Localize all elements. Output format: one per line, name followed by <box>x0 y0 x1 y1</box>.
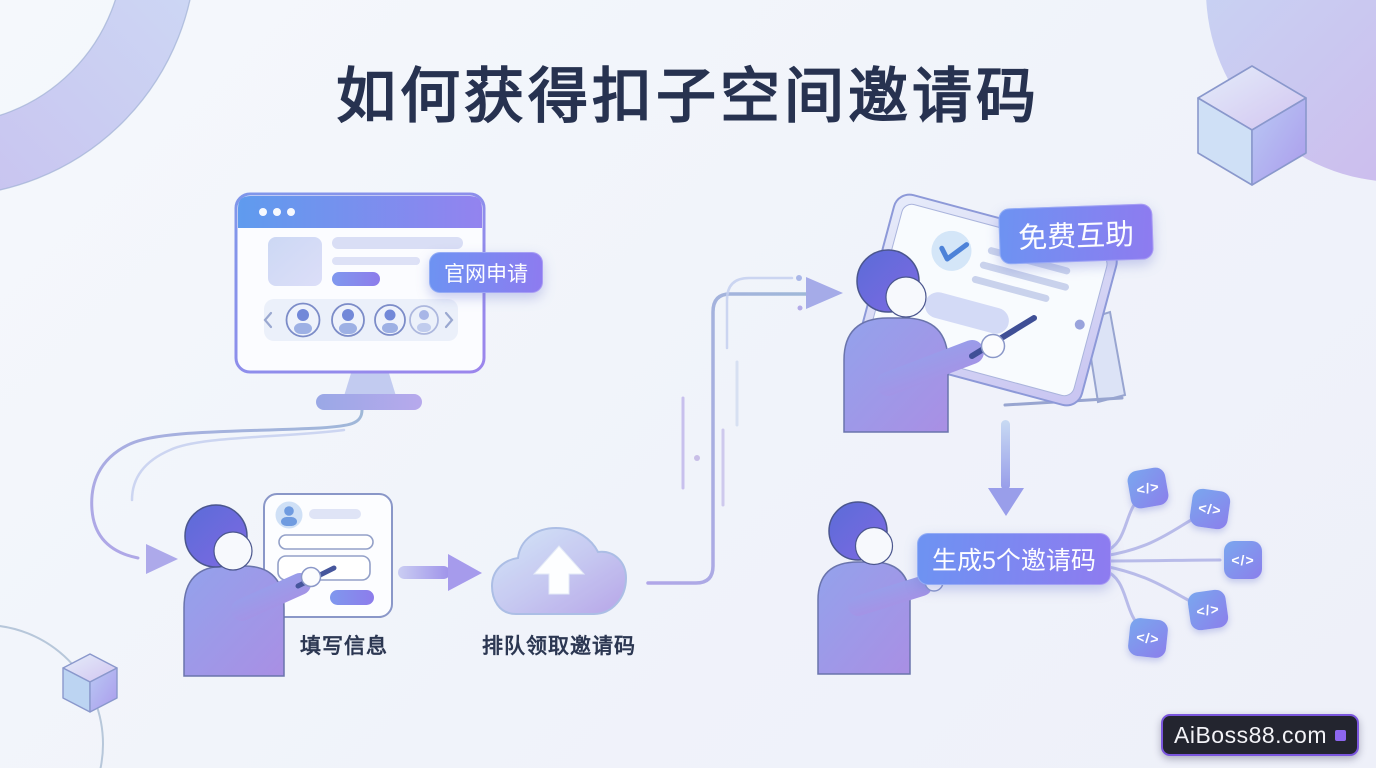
badge-generate-5-codes: 生成5个邀请码 <box>917 533 1111 585</box>
hero-image-placeholder <box>268 237 322 286</box>
avatar <box>374 304 406 336</box>
flow-arrow-helper-to-generate <box>988 420 1024 516</box>
watermark-badge: AiBoss88.com <box>1161 714 1360 756</box>
monitor-illustration <box>234 192 486 410</box>
decoration-cube-top-right <box>1197 65 1307 186</box>
badge-official-site-apply: 官网申请 <box>429 252 543 293</box>
tablet-camera-dot <box>1074 319 1085 330</box>
check-icon <box>939 242 970 262</box>
badge-free-mutual-help: 免费互助 <box>998 203 1154 265</box>
flow-arrow-form-to-cloud <box>398 554 482 591</box>
decoration-circle-bottom-left <box>0 625 104 768</box>
person-applicant <box>183 504 337 677</box>
monitor-stand-neck <box>344 370 396 396</box>
browser-titlebar <box>238 196 482 228</box>
avatar <box>409 305 439 335</box>
decoration-cube-bottom-left <box>62 653 118 713</box>
code-icon: </> <box>1224 541 1262 579</box>
chevron-right-icon <box>444 311 454 329</box>
person-hand <box>980 333 1006 359</box>
label-queue-for-code: 排队领取邀请码 <box>482 635 636 658</box>
person-arm <box>848 576 932 616</box>
text-line-placeholder <box>332 237 463 249</box>
person-arm <box>876 340 984 396</box>
person-arm <box>231 573 311 621</box>
form-avatar-icon <box>275 501 303 529</box>
person-face <box>854 526 894 566</box>
code-icon: </> <box>1125 465 1171 511</box>
flow-speed-lines <box>681 360 739 507</box>
label-fill-info: 填写信息 <box>300 635 388 658</box>
watermark-square-icon <box>1335 729 1347 741</box>
flow-arrow-monitor-to-form <box>90 408 364 574</box>
person-face <box>885 276 927 318</box>
page-title: 如何获得扣子空间邀请码 <box>336 63 1040 130</box>
flow-arrow-cloud-to-helper <box>646 275 843 585</box>
window-dots-icon <box>259 208 295 216</box>
person-face <box>213 531 253 571</box>
avatar-carousel <box>263 299 458 341</box>
code-icon: </> <box>1186 588 1230 632</box>
code-icon: </> <box>1127 617 1169 659</box>
chevron-left-icon <box>263 311 273 329</box>
avatar <box>331 303 365 337</box>
watermark-text: AiBoss88.com <box>1174 721 1328 748</box>
form-submit-placeholder <box>330 590 374 605</box>
person-hand <box>300 566 322 588</box>
person-generator <box>817 501 960 675</box>
upload-arrow-icon <box>532 545 586 595</box>
cta-button-placeholder <box>332 272 380 286</box>
text-line-placeholder <box>332 257 420 265</box>
person-helper <box>843 249 1037 433</box>
form-input-1 <box>278 534 374 550</box>
check-circle-icon <box>931 230 972 271</box>
monitor-stand-base <box>316 394 422 410</box>
avatar <box>285 302 321 338</box>
code-icon: </> <box>1188 487 1232 531</box>
form-name-line <box>309 509 361 519</box>
cloud-upload-icon <box>490 526 628 615</box>
